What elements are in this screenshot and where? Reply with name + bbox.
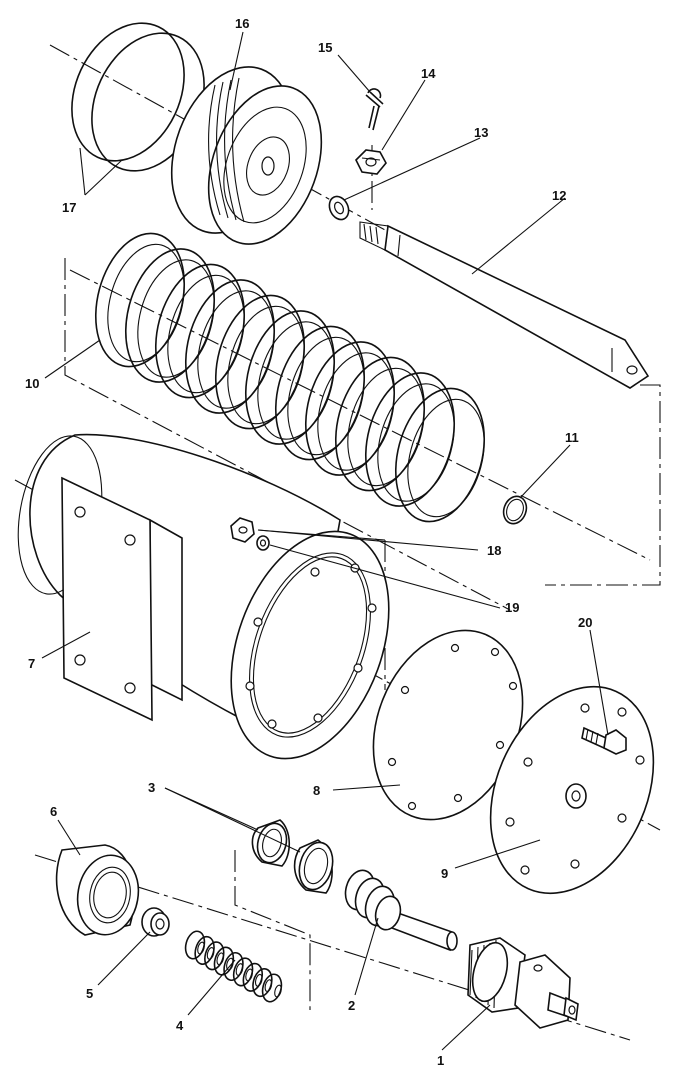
part-10-spring [94,232,486,523]
spring-coil [364,372,456,507]
spring-coil [94,232,186,368]
callout-20: 20 [578,615,592,630]
spring-coil [334,356,426,492]
spring-coil [124,248,216,383]
assembly-line-valve [234,850,311,1010]
part-14-castle-nut [355,149,387,175]
part-8-gasket [372,629,524,821]
callout-2: 2 [348,998,355,1013]
callout-5: 5 [86,986,93,1001]
part-19-washer [256,535,270,551]
callout-14: 14 [421,66,436,81]
part-18-nut [230,517,255,543]
spring-coil-inner [137,259,215,378]
spring-coil-inner [216,952,225,966]
part-1-valve-body [467,937,579,1029]
leader-lines [41,31,609,1051]
spring-coil-inner [226,957,234,971]
assembly-line-rod-right [545,384,661,586]
spring-coil [394,387,486,523]
callout-7: 7 [28,656,35,671]
spring-coil-inner [245,968,253,982]
part-2-poppet [344,869,458,952]
spring-coil-inner [197,941,205,955]
callout-16: 16 [235,16,249,31]
part-6-cap-nut [55,844,140,936]
spring-coil-inner [235,963,244,976]
assembly-line-spring-left [64,258,511,611]
callout-11: 11 [565,430,579,445]
callout-4: 4 [176,1018,184,1033]
callout-15: 15 [318,40,332,55]
part-20-bolt [581,726,627,755]
part-15-cotter-pin [365,88,384,131]
part-11-oring [502,495,528,525]
spring-coil [184,279,276,414]
spring-coil-inner [407,398,485,518]
spring-coil [214,294,306,430]
callout-1: 1 [437,1053,444,1068]
callout-13: 13 [474,125,488,140]
spring-coil-inner [264,979,273,992]
cylinder-flange [230,530,390,760]
centerline-spring [69,269,651,561]
callout-18: 18 [487,543,501,558]
spring-coil [244,310,336,445]
spring-coil [304,341,396,476]
part-12-rod [359,221,650,389]
spring-coil [154,263,246,399]
callout-10: 10 [25,376,39,391]
callout-19: 19 [505,600,519,615]
spring-coil-inner [254,973,263,987]
part-16-piston [170,66,323,245]
part-13-washer [328,195,350,221]
spring-coil [274,325,366,461]
part-3-seals [251,819,334,894]
spring-coil-inner [107,243,185,363]
callout-8: 8 [313,783,320,798]
callout-12: 12 [552,188,566,203]
callout-9: 9 [441,866,448,881]
spring-coil-inner [274,984,282,998]
part-5-spring-seat [141,907,170,937]
callout-6: 6 [50,804,57,819]
spring-coil-inner [206,947,215,960]
part-4-small-spring [184,930,283,1003]
callout-17: 17 [62,200,76,215]
callout-3: 3 [148,780,155,795]
